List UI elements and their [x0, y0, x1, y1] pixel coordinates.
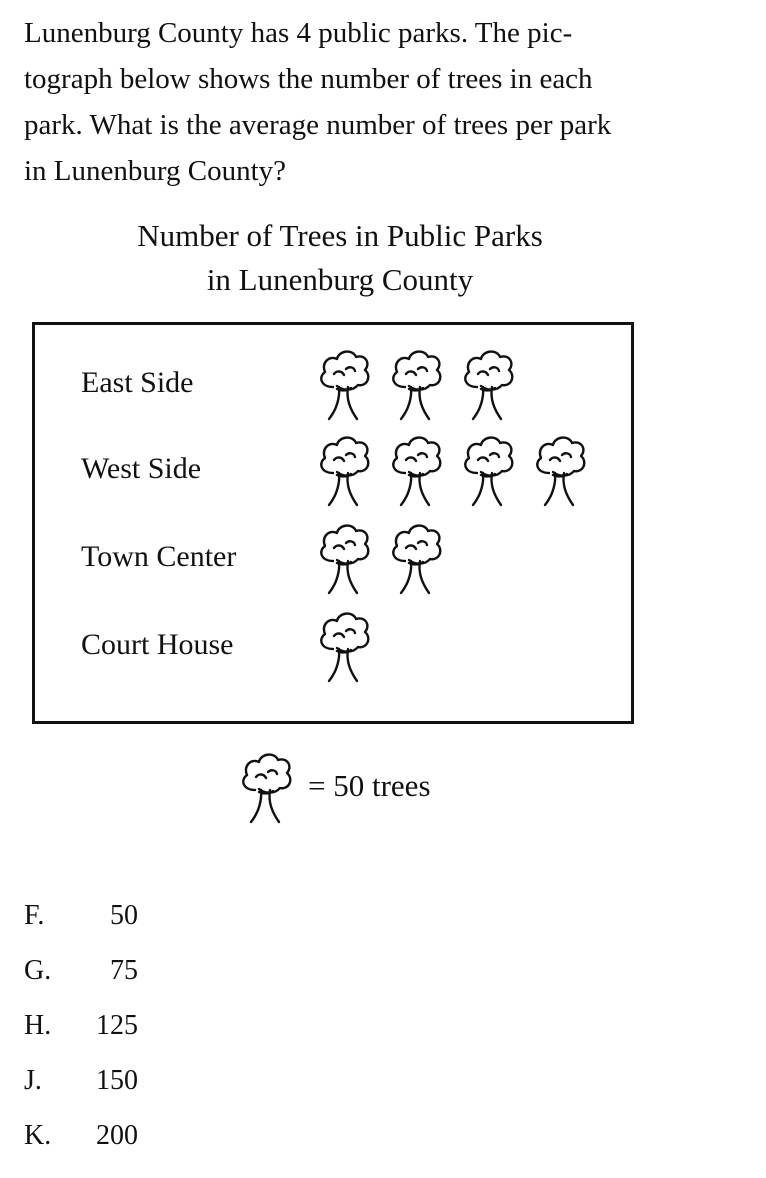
- question-line: Lunenburg County has 4 public parks. The…: [24, 17, 573, 49]
- pictograph-row: Town Center: [35, 517, 631, 597]
- category-label: West Side: [81, 452, 202, 485]
- choice-value: 75: [110, 955, 138, 986]
- category-label: East Side: [81, 366, 194, 399]
- tree-icon: [387, 433, 445, 509]
- key-text: = 50 trees: [308, 768, 431, 803]
- choice-letter: F.: [24, 900, 45, 931]
- pictograph-row: West Side: [35, 429, 631, 509]
- tree-icon: [315, 433, 373, 509]
- tree-icon: [315, 521, 373, 597]
- question-line: tograph below shows the number of trees …: [24, 63, 593, 95]
- pictograph-row: Court House: [35, 605, 631, 685]
- choice-letter: K.: [24, 1120, 52, 1151]
- tree-icon: [387, 521, 445, 597]
- tree-icon: [459, 347, 517, 423]
- question-text: Lunenburg County has 4 public parks. The…: [24, 10, 724, 194]
- tree-icon: [315, 609, 373, 685]
- choice-letter: J.: [24, 1065, 42, 1096]
- tree-icon: [531, 433, 589, 509]
- chart-title-line-2: in Lunenburg County: [206, 262, 474, 297]
- question-line: park. What is the average number of tree…: [24, 109, 612, 141]
- pictograph-key: = 50 trees: [236, 750, 496, 830]
- question-line: in Lunenburg County?: [24, 155, 287, 187]
- choice-letter: G.: [24, 955, 52, 986]
- choice-value: 200: [96, 1120, 138, 1151]
- tree-icon: [387, 347, 445, 423]
- tree-icon: [459, 433, 517, 509]
- category-label: Town Center: [81, 540, 237, 573]
- choice-value: 125: [96, 1010, 138, 1041]
- choice-value: 150: [96, 1065, 138, 1096]
- tree-icon: [315, 347, 373, 423]
- pictograph-row: East Side: [35, 343, 631, 423]
- choice-letter: H.: [24, 1010, 52, 1041]
- tree-icon: [236, 750, 296, 826]
- category-label: Court House: [81, 628, 234, 661]
- chart-title-line-1: Number of Trees in Public Parks: [137, 218, 543, 253]
- choice-value: 50: [110, 900, 138, 931]
- chart-title: Number of Trees in Public Parks in Lunen…: [30, 214, 650, 302]
